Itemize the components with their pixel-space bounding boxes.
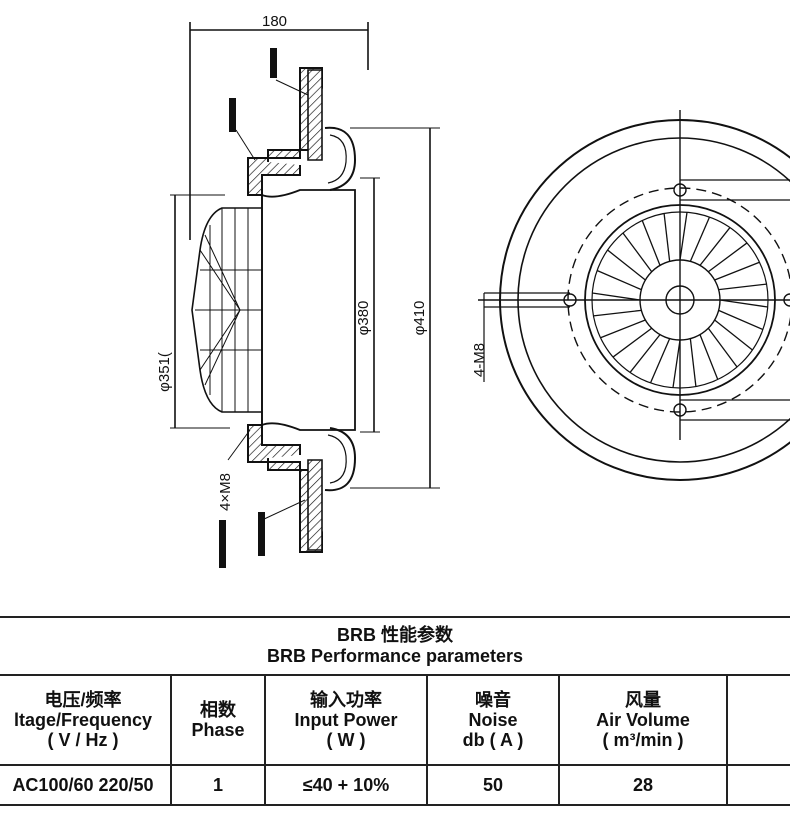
mount-bolt-label: 4×M8 [217,473,234,511]
technical-drawing: 180 φ410 φ380 φ351( 4×M8 4-M8 [156,13,790,568]
impeller-blade [714,261,760,281]
table-title-en: BRB Performance parameters [266,646,524,666]
impeller-blade [593,309,642,317]
impeller-blade [592,292,641,301]
cell-voltage: AC100/60 220/50 [0,764,172,806]
header-noise-unit: db ( A ) [462,730,524,750]
table-title: BRB 性能参数 BRB Performance parameters [0,616,790,676]
callout-marks [219,48,277,568]
impeller-blade [707,327,738,368]
header-power-en: Input Power [294,710,398,730]
impeller-blade [622,232,653,273]
impeller-blade [699,334,719,380]
impeller-blade [719,299,768,308]
impeller-blade [641,220,661,266]
impeller-cap [191,207,262,413]
impeller-blade [679,212,688,261]
header-extra [725,674,790,766]
impeller-blade [714,319,753,351]
header-power: 输入功率 Input Power ( W ) [264,674,428,766]
cell-airflow: 28 [558,764,728,806]
header-voltage-en: ltage/Frequency [13,710,153,730]
bolt-hole [673,403,687,417]
impeller-blade [689,338,697,387]
impeller-blade [672,339,681,388]
cell-extra [725,764,790,806]
impeller-blade [607,249,646,281]
table-title-row: BRB 性能参数 BRB Performance parameters [0,616,790,676]
impeller-blade [600,319,646,339]
header-airflow-en: Air Volume [596,710,690,730]
header-airflow-unit: ( m³/min ) [602,730,684,750]
housing-body [261,189,356,431]
impeller-blade [718,309,764,331]
header-voltage-unit: ( V / Hz ) [47,730,119,750]
header-phase-cn: 相数 [200,700,236,720]
table-header-row: 电压/频率 ltage/Frequency ( V / Hz ) 相数 Phas… [0,674,790,766]
bolt-hole [673,183,687,197]
header-noise: 噪音 Noise db ( A ) [426,674,560,766]
impeller-blade [612,327,653,358]
header-voltage: 电压/频率 ltage/Frequency ( V / Hz ) [0,674,172,766]
header-phase: 相数 Phase [170,674,266,766]
impeller-blade [649,338,671,384]
header-airflow: 风量 Air Volume ( m³/min ) [558,674,728,766]
impeller-blade [699,227,731,266]
table-title-cn: BRB 性能参数 [337,625,453,645]
header-noise-cn: 噪音 [475,690,511,710]
header-noise-en: Noise [468,710,518,730]
bolt-hole [563,293,577,307]
cell-power: ≤40 + 10% [264,764,428,806]
header-voltage-cn: 电压/频率 [44,690,122,710]
side-view [170,22,440,553]
dim-351-label: φ351( [156,352,173,392]
dim-inner-label: φ380 [355,301,372,336]
front-view [478,110,790,481]
header-power-unit: ( W ) [326,730,366,750]
impeller-blade [707,242,748,273]
table-row: AC100/60 220/50 1 ≤40 + 10% 50 28 [0,764,790,806]
header-phase-en: Phase [191,720,245,740]
bolt-spec-label: 4-M8 [471,343,488,377]
performance-table: BRB 性能参数 BRB Performance parameters 电压/频… [0,616,790,806]
header-power-cn: 输入功率 [310,690,382,710]
impeller-blades [592,212,768,388]
cell-noise: 50 [426,764,560,806]
bolt-hole [783,293,790,307]
dim-outer-label: φ410 [411,301,428,336]
cell-phase: 1 [170,764,266,806]
impeller-blade [689,216,711,262]
dim-width-label: 180 [262,13,287,30]
header-airflow-cn: 风量 [625,690,661,710]
impeller-blade [663,213,671,262]
impeller-blade [596,269,642,291]
impeller-blade [718,283,767,291]
impeller-blade [629,334,661,373]
